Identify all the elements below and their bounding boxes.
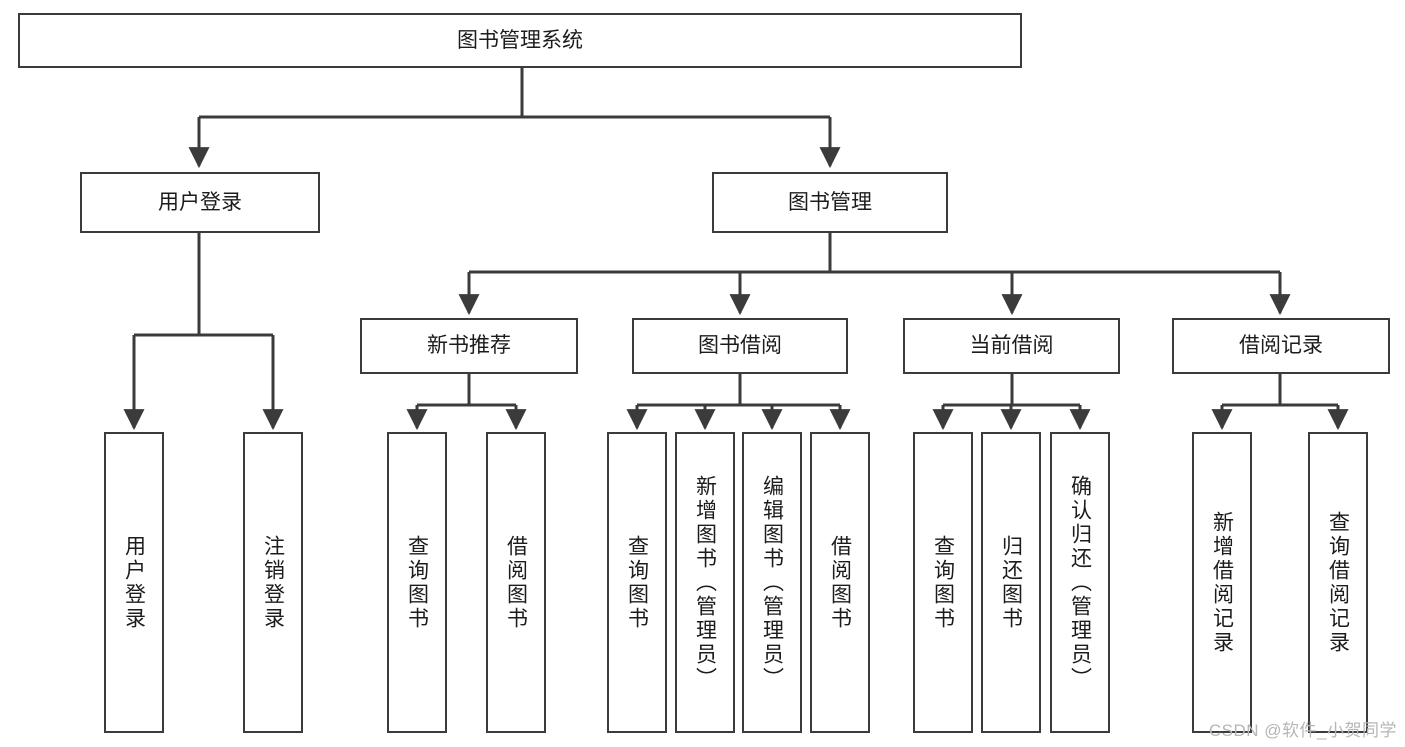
node-label: 用户登录 (158, 190, 242, 214)
node-label: 借阅图书 (828, 534, 852, 631)
node-label: 归还图书 (999, 534, 1023, 631)
leaf-edit-book-admin[interactable]: 编辑图书（管理员） (742, 432, 802, 733)
node-label: 当前借阅 (969, 334, 1054, 358)
node-label: 查询图书 (405, 534, 429, 631)
node-new-book-recommend[interactable]: 新书推荐 (360, 318, 578, 374)
leaf-confirm-return-admin[interactable]: 确认归还（管理员） (1050, 432, 1110, 733)
node-label: 确认归还（管理员） (1068, 474, 1092, 691)
node-label: 借阅记录 (1239, 334, 1323, 358)
node-user-login[interactable]: 用户登录 (80, 172, 320, 233)
node-label: 新增图书（管理员） (693, 474, 717, 691)
node-current-borrow[interactable]: 当前借阅 (903, 318, 1120, 374)
node-label: 用户登录 (122, 534, 146, 631)
node-label: 新书推荐 (427, 334, 511, 358)
leaf-borrow-book-nb[interactable]: 借阅图书 (486, 432, 546, 733)
node-book-borrow[interactable]: 图书借阅 (632, 318, 848, 374)
node-label: 图书管理系统 (457, 28, 583, 52)
leaf-query-borrow-record[interactable]: 查询借阅记录 (1308, 432, 1368, 733)
leaf-query-book-bb[interactable]: 查询图书 (607, 432, 667, 733)
node-label: 编辑图书（管理员） (760, 474, 784, 691)
node-book-management[interactable]: 图书管理 (712, 172, 948, 233)
leaf-borrow-book-bb[interactable]: 借阅图书 (810, 432, 870, 733)
node-label: 查询图书 (625, 534, 649, 631)
node-label: 注销登录 (261, 534, 285, 631)
node-label: 查询借阅记录 (1326, 510, 1350, 655)
leaf-query-book-nb[interactable]: 查询图书 (387, 432, 447, 733)
leaf-return-book[interactable]: 归还图书 (981, 432, 1041, 733)
leaf-add-book-admin[interactable]: 新增图书（管理员） (675, 432, 735, 733)
node-label: 查询图书 (931, 534, 955, 631)
leaf-user-login[interactable]: 用户登录 (104, 432, 164, 733)
node-borrow-record[interactable]: 借阅记录 (1172, 318, 1390, 374)
node-label: 图书借阅 (698, 334, 782, 358)
leaf-query-book-cb[interactable]: 查询图书 (913, 432, 973, 733)
node-label: 借阅图书 (504, 534, 528, 631)
node-label: 新增借阅记录 (1210, 510, 1234, 655)
node-label: 图书管理 (788, 190, 872, 214)
node-root-book-management-system[interactable]: 图书管理系统 (18, 13, 1022, 68)
leaf-add-borrow-record[interactable]: 新增借阅记录 (1192, 432, 1252, 733)
leaf-logout[interactable]: 注销登录 (243, 432, 303, 733)
